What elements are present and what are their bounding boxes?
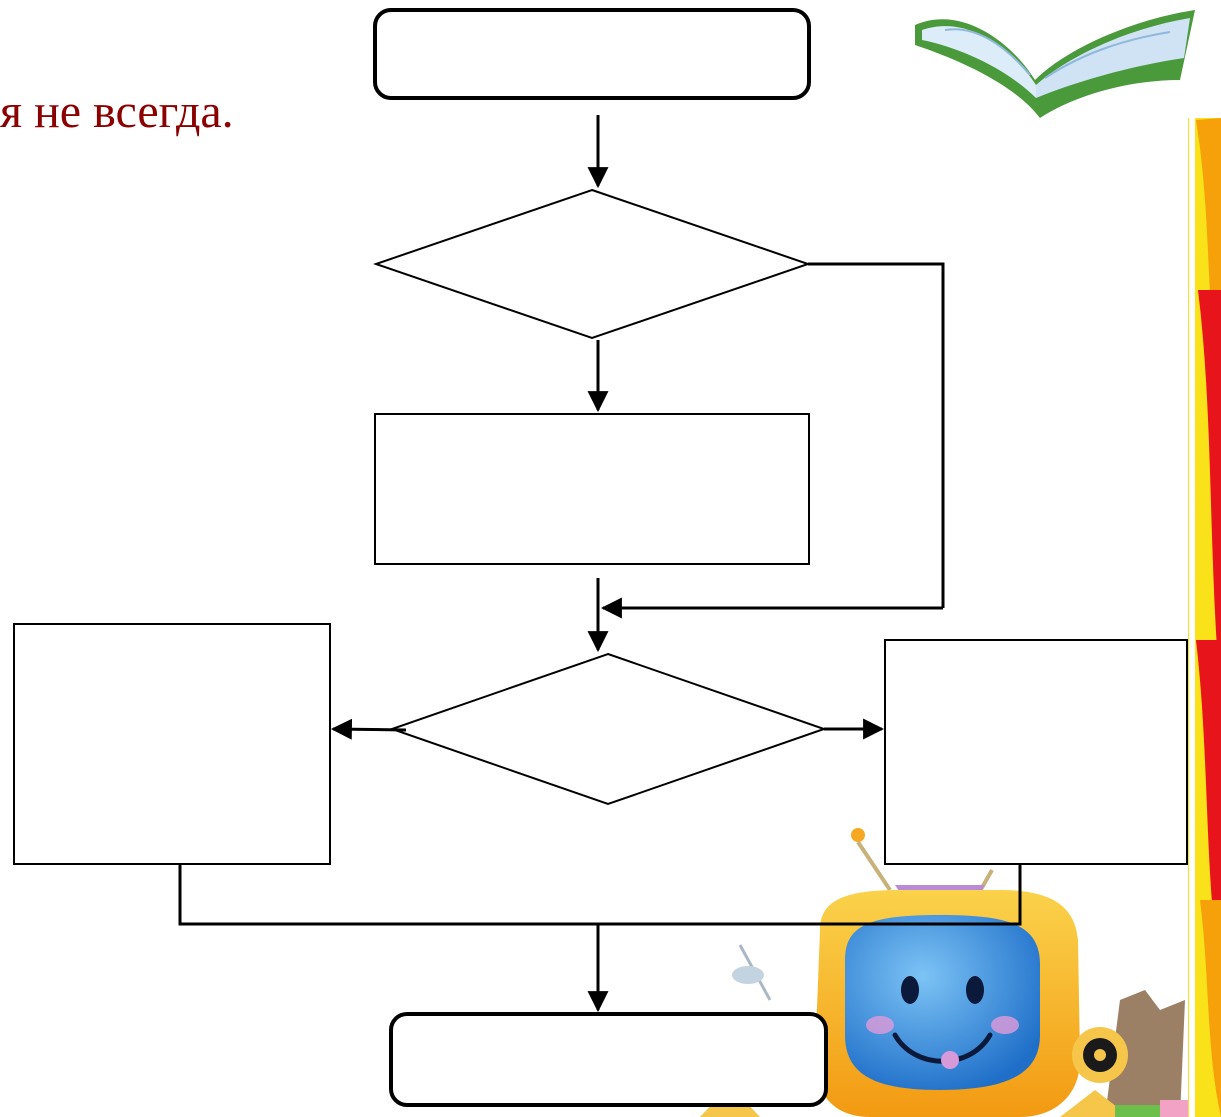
robot-tv-mascot-icon xyxy=(700,828,1188,1117)
slide-title-fragment: я не всегда. xyxy=(0,85,234,138)
process-left-box xyxy=(13,623,331,865)
open-book-icon xyxy=(915,10,1195,118)
flowchart xyxy=(13,8,1188,1107)
arrow-decision-2-to-left xyxy=(330,718,407,740)
merge-line-left xyxy=(178,864,598,926)
bypass-line-decision-1 xyxy=(808,262,945,608)
end-terminator xyxy=(389,1012,828,1107)
decorative-border xyxy=(1188,118,1221,1117)
merge-line-right xyxy=(598,864,1022,926)
start-terminator xyxy=(373,8,811,100)
process-right-box xyxy=(884,639,1188,865)
decision-1-diamond xyxy=(372,188,812,340)
connectors xyxy=(178,115,1022,1013)
decision-2-diamond xyxy=(388,652,828,806)
process-1-box xyxy=(374,413,810,565)
